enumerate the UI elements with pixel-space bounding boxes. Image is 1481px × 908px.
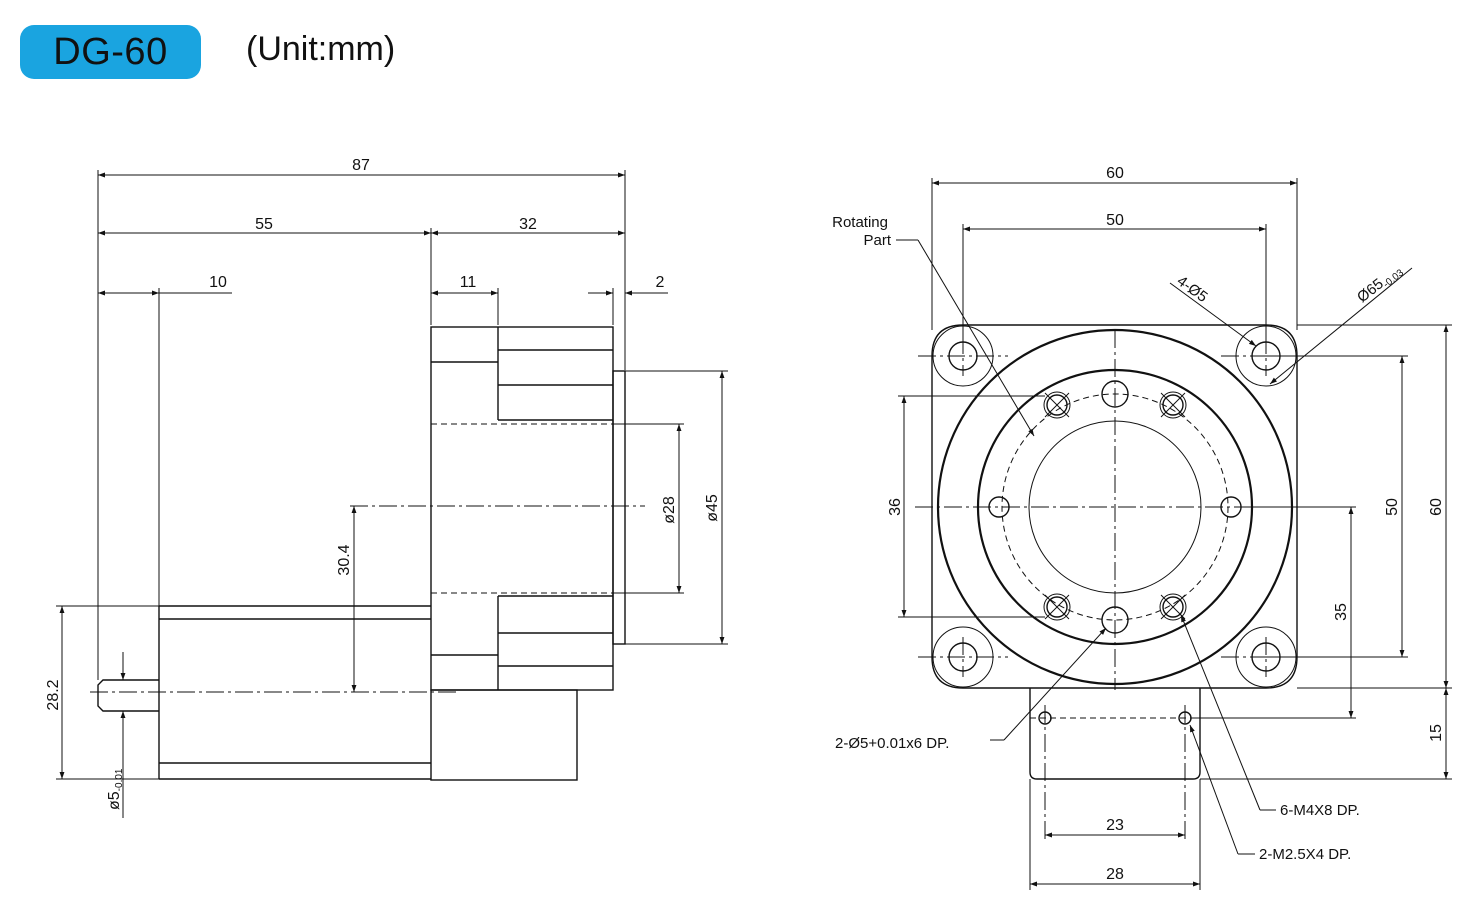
dim-10: 10 xyxy=(209,274,227,291)
dim-front-50: 50 xyxy=(1106,212,1124,229)
dim-front-60: 60 xyxy=(1106,165,1124,182)
dim-left-36: 36 xyxy=(887,498,904,516)
dim-base-28: 28 xyxy=(1106,866,1124,883)
dim-11: 11 xyxy=(460,274,477,291)
dim-30-4: 30.4 xyxy=(336,544,353,575)
callout-mount-holes: 4-Ø5 xyxy=(1174,272,1211,305)
dim-shaft-dia: ø5-0.01 xyxy=(106,768,125,810)
callout-pin-holes: 2-Ø5+0.01x6 DP. xyxy=(835,735,949,752)
side-view: 87 55 32 10 11 2 xyxy=(45,157,728,818)
dim-base-23: 23 xyxy=(1106,817,1124,834)
callout-rotating-line2: Part xyxy=(863,232,891,249)
front-view: 60 50 xyxy=(832,165,1452,890)
model-badge: DG-60 xyxy=(20,25,201,79)
threaded-holes xyxy=(988,380,1242,634)
dim-right-60: 60 xyxy=(1428,498,1445,516)
unit-label: (Unit:mm) xyxy=(246,30,396,68)
callout-rotating-line1: Rotating xyxy=(832,214,888,231)
dim-right-50: 50 xyxy=(1384,498,1401,516)
dim-2: 2 xyxy=(656,274,665,291)
callout-tapped-holes: 6-M4X8 DP. xyxy=(1280,802,1360,819)
dim-right-15: 15 xyxy=(1428,724,1445,742)
dim-right-35: 35 xyxy=(1333,603,1350,621)
model-name: DG-60 xyxy=(53,30,168,73)
dim-55: 55 xyxy=(255,216,273,233)
dim-32: 32 xyxy=(519,216,537,233)
dim-bore-dia: ø28 xyxy=(661,496,678,524)
dim-pilot-dia: ø45 xyxy=(704,494,721,522)
dim-28-2: 28.2 xyxy=(45,679,62,710)
callout-flange-dia: Ø65-0.03 xyxy=(1354,261,1406,308)
dim-87: 87 xyxy=(352,157,370,174)
callout-base-taps: 2-M2.5X4 DP. xyxy=(1259,846,1351,863)
